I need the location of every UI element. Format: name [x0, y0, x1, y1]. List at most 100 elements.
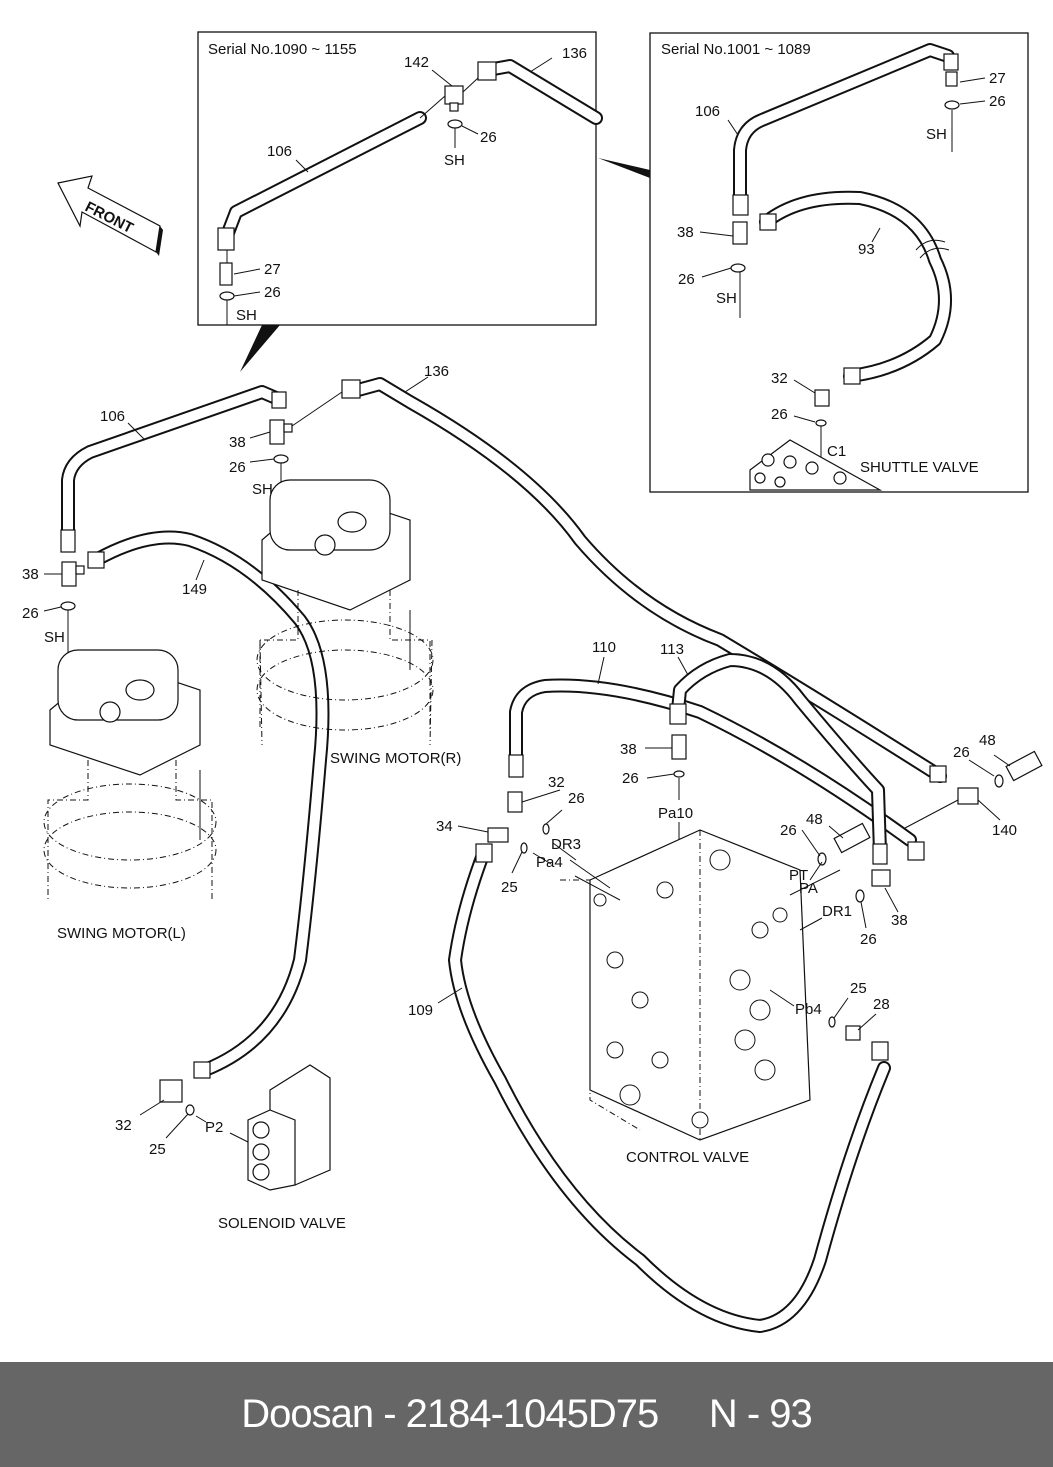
callout-26: 26 [678, 271, 695, 288]
solenoid-valve-drawing [247, 1064, 331, 1191]
callout-26: 26 [264, 284, 281, 301]
callout-26: 26 [780, 822, 797, 839]
swing-motor-r-drawing [256, 479, 434, 746]
o-ring-26 [447, 119, 463, 129]
callout-pb4: Pb4 [795, 1001, 822, 1018]
leader-lines [43, 376, 1011, 1143]
callout-142: 142 [404, 54, 429, 71]
control-valve-label: CONTROL VALVE [626, 1149, 749, 1166]
callout-p2: P2 [205, 1119, 223, 1136]
hose-fitting [759, 213, 777, 231]
inset-left-pointer [240, 325, 280, 372]
hose-93 [759, 190, 952, 383]
callout-48: 48 [806, 811, 823, 828]
adapter-27 [219, 262, 233, 286]
swing-motor-l-label: SWING MOTOR(L) [57, 925, 186, 942]
parts-diagram: Serial No.1090 ~ 1155 142 13 [22, 31, 1043, 1333]
callout-110: 110 [592, 639, 616, 656]
callout-26: 26 [771, 406, 788, 423]
swing-motor-l-drawing [43, 649, 217, 900]
hose-fitting [217, 227, 235, 251]
adapter-28 [845, 1025, 861, 1041]
hose-fitting [669, 703, 687, 725]
tee-fitting-stub [75, 565, 85, 575]
callout-38: 38 [22, 566, 39, 583]
callout-26: 26 [622, 770, 639, 787]
hose-fitting [341, 379, 361, 399]
tee-fitting-38 [671, 734, 687, 760]
elbow-34 [487, 827, 509, 843]
callout-113: 113 [660, 641, 684, 658]
o-ring-25 [520, 842, 528, 854]
callout-38: 38 [677, 224, 694, 241]
callout-sh: SH [926, 126, 947, 143]
inset-right: Serial No.1001 ~ 1089 [649, 32, 1029, 493]
hose-fitting [843, 367, 861, 385]
hose-fitting [907, 841, 925, 861]
callout-38: 38 [620, 741, 637, 758]
callout-28: 28 [873, 996, 890, 1013]
inset-right-pointer [598, 158, 650, 178]
callout-136: 136 [424, 363, 449, 380]
o-ring-26 [815, 419, 827, 427]
hose-fitting [87, 551, 105, 569]
adapter-27 [945, 71, 958, 87]
o-ring-26 [730, 263, 746, 273]
callout-26: 26 [229, 459, 246, 476]
callout-sh: SH [444, 152, 465, 169]
o-ring-25 [185, 1104, 195, 1116]
footer-bar: Doosan - 2184-1045D75 N - 93 [0, 1362, 1053, 1467]
shuttle-valve-drawing [749, 439, 883, 491]
o-ring-26 [673, 770, 685, 778]
callout-25: 25 [149, 1141, 166, 1158]
hose-106 [61, 385, 283, 547]
tee-fitting-140 [957, 787, 979, 805]
hose-fitting [477, 61, 497, 81]
callout-106: 106 [695, 103, 720, 120]
callout-26: 26 [989, 93, 1006, 110]
o-ring-26 [944, 100, 960, 110]
tee-fitting-38 [269, 419, 285, 445]
callout-sh: SH [716, 290, 737, 307]
callout-109: 109 [408, 1002, 433, 1019]
inset-left-serial: Serial No.1090 ~ 1155 [208, 41, 357, 58]
o-ring-25 [828, 1016, 836, 1028]
callout-sh: SH [252, 481, 273, 498]
callout-26: 26 [480, 129, 497, 146]
tee-fitting-stub [449, 102, 459, 112]
hose-fitting [732, 194, 749, 216]
o-ring-26 [542, 823, 550, 835]
tee-fitting-stub [283, 423, 293, 433]
hose-149 [89, 530, 330, 1077]
hose-fitting [271, 391, 287, 409]
callout-pa: PA [799, 880, 818, 897]
plug-48 [1005, 750, 1043, 782]
callout-26: 26 [953, 744, 970, 761]
callout-149: 149 [182, 581, 207, 598]
callout-dr1: DR1 [822, 903, 852, 920]
hose-fitting [943, 53, 959, 71]
callout-26: 26 [860, 931, 877, 948]
hose-109 [448, 845, 891, 1333]
callout-26: 26 [22, 605, 39, 622]
hose-110 [509, 678, 917, 847]
callout-32: 32 [771, 370, 788, 387]
hose-136 [351, 377, 947, 783]
callout-93: 93 [858, 241, 875, 258]
hose-fitting [929, 765, 947, 783]
tee-fitting-38 [871, 869, 891, 887]
o-ring-26 [219, 291, 235, 301]
callout-34: 34 [436, 818, 453, 835]
o-ring-26 [994, 774, 1004, 788]
swing-motor-r-label: SWING MOTOR(R) [330, 750, 461, 767]
hose-fitting [872, 843, 888, 865]
o-ring-26 [273, 454, 289, 464]
callout-sh: SH [44, 629, 65, 646]
tee-fitting-38 [732, 221, 748, 245]
elbow-32 [507, 791, 523, 813]
footer-caption: Doosan - 2184-1045D75 N - 93 [241, 1392, 813, 1436]
callout-38: 38 [891, 912, 908, 929]
plug-48 [833, 822, 871, 854]
callout-32: 32 [548, 774, 565, 791]
elbow-32 [814, 389, 830, 407]
